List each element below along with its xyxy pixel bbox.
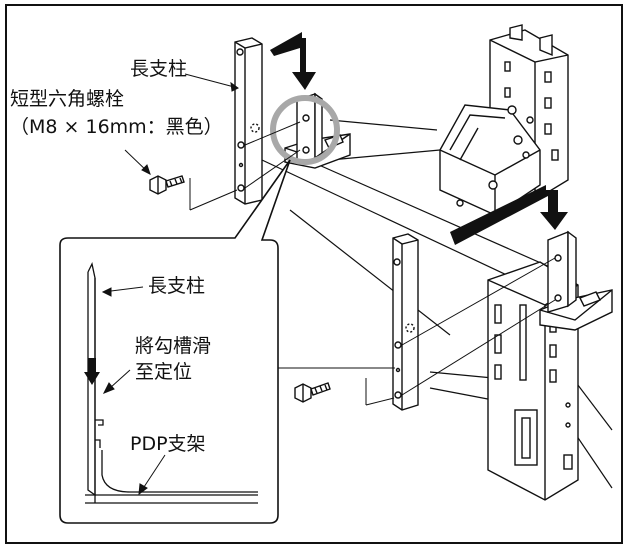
label-long-pillar: 長支柱 (130, 58, 187, 80)
down-arrow-icon (84, 358, 100, 385)
label-pdp-bracket: PDP支架 (130, 433, 206, 455)
label-long-pillar-inset: 長支柱 (148, 275, 205, 297)
callout-circle (270, 95, 340, 165)
pdp-bracket-right (539, 230, 613, 331)
label-bolt-name: 短型六角螺栓 (10, 88, 124, 110)
long-pillar-top (234, 37, 263, 205)
hex-bolt-icon (294, 382, 331, 403)
down-arrow-icon (270, 32, 316, 90)
inset-detail (59, 159, 291, 524)
down-arrow-icon (450, 185, 568, 245)
long-pillar-mid (392, 233, 419, 411)
leader-lines (101, 73, 239, 496)
label-slide-instruction-1: 將勾槽滑 (135, 335, 211, 357)
outer-border (5, 4, 623, 544)
label-slide-instruction-2: 至定位 (135, 361, 192, 383)
hex-bolt-icon (149, 175, 185, 195)
stand-upper-assembly (439, 24, 569, 216)
pillar-mid-guides (262, 257, 556, 406)
label-bolt-spec: （M8 × 16mm：黑色） (10, 116, 223, 138)
pillar-top-guides (189, 121, 301, 211)
